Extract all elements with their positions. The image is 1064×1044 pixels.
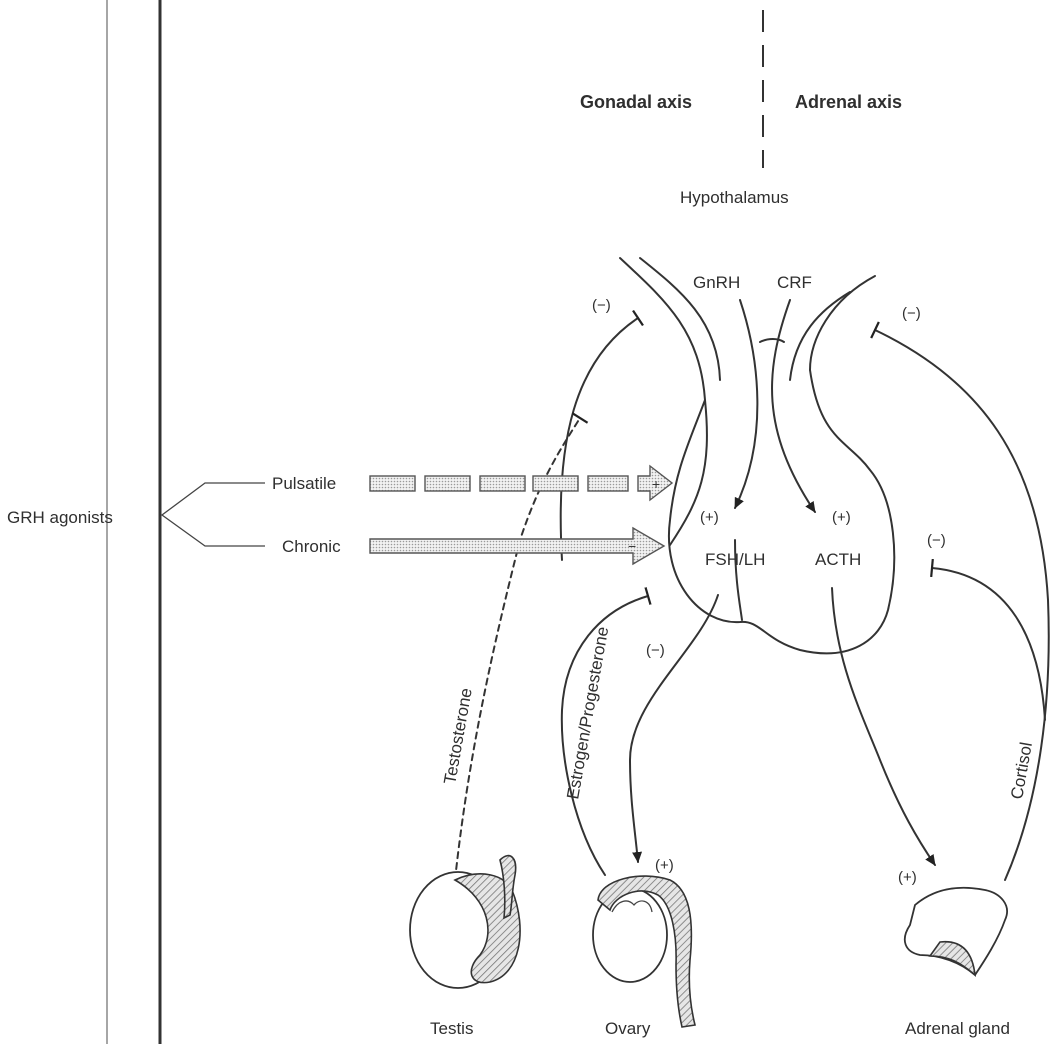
fsh-lh-plus: (+)	[700, 509, 719, 526]
gnrh-label: GnRH	[693, 273, 740, 292]
cortisol-label: Cortisol	[1007, 741, 1036, 801]
chronic-arrow: −	[370, 528, 664, 564]
fsh-lh-to-ovary-arrow	[630, 595, 718, 862]
ovary-plus: (+)	[655, 857, 674, 874]
adrenal-gland-organ	[905, 888, 1007, 975]
ovary-feedback-minus: (−)	[646, 642, 665, 659]
estrogen-progesterone-label: Estrogen/Progesterone	[563, 625, 612, 800]
crf-arrow	[772, 300, 815, 512]
stalk-inner-right	[790, 292, 850, 380]
svg-text:+: +	[652, 476, 660, 492]
hypothalamus-label: Hypothalamus	[680, 188, 789, 207]
testis-label: Testis	[430, 1019, 473, 1038]
adrenal-plus: (+)	[898, 869, 917, 886]
gonadal-axis-header: Gonadal axis	[580, 92, 692, 112]
adrenal-gland-label: Adrenal gland	[905, 1019, 1010, 1038]
cortisol-pituitary-feedback-path	[932, 568, 1045, 720]
ovary-label: Ovary	[605, 1019, 651, 1038]
adrenal-feedback-minus: (−)	[927, 532, 946, 549]
gnrh-arrow	[735, 300, 757, 508]
upper-left-minus: (−)	[592, 297, 611, 314]
crf-label: CRF	[777, 273, 812, 292]
stalk-outer-right	[810, 276, 875, 370]
pulsatile-label: Pulsatile	[272, 474, 336, 493]
acth-label: ACTH	[815, 550, 861, 569]
stalk-outer-left	[620, 258, 707, 545]
svg-text:−: −	[628, 538, 636, 554]
grh-agonists-label: GRH agonists	[7, 508, 113, 527]
acth-plus: (+)	[832, 509, 851, 526]
adrenal-axis-header: Adrenal axis	[795, 92, 902, 112]
fsh-lh-label: FSH/LH	[705, 550, 765, 569]
upper-right-minus: (−)	[902, 305, 921, 322]
chronic-label: Chronic	[282, 537, 341, 556]
acth-to-adrenal-arrow	[832, 588, 935, 865]
ovary-organ	[593, 876, 695, 1027]
testis-organ	[410, 856, 520, 988]
agonists-bracket	[162, 483, 265, 546]
stalk-crossbar	[760, 339, 784, 342]
pulsatile-arrow: +	[370, 466, 672, 500]
estrogen-pituitary-feedback-path	[561, 318, 638, 560]
